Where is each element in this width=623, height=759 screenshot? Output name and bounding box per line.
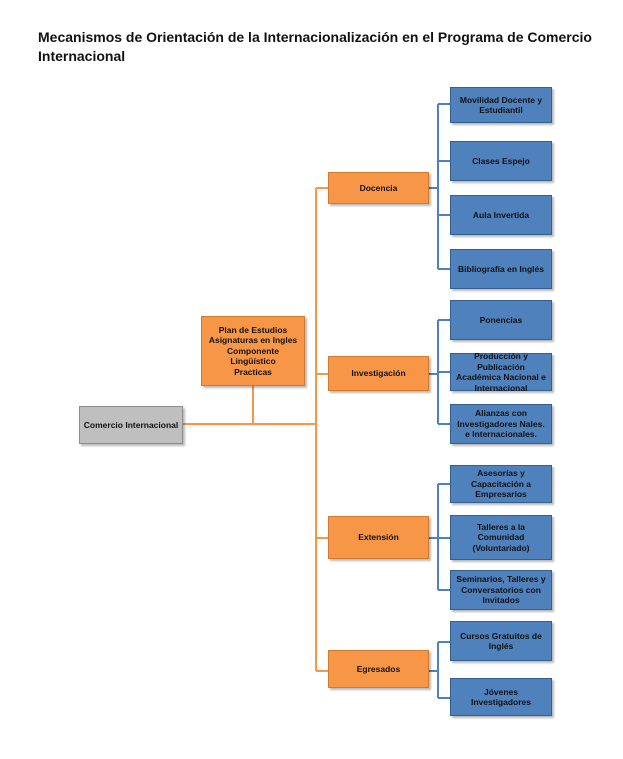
leaf-label: Jóvenes Investigadores (471, 686, 531, 708)
leaf-label: Talleres a la Comunidad (Voluntariado) (472, 521, 530, 553)
leaf-label: Movilidad Docente y Estudiantil (459, 94, 543, 116)
connector-egresados-children (438, 641, 450, 699)
leaf-label: Producción y Publicación Académica Nacio… (456, 351, 546, 393)
leaf-label: Aula Invertida (472, 209, 530, 220)
leaf-node: Ponencias (450, 300, 552, 340)
leaf-label: Alianzas con Investigadores Nales. e Int… (457, 408, 545, 440)
leaf-label: Ponencias (479, 314, 523, 325)
branch-node-extension: Extensión (328, 516, 429, 559)
leaf-node: Seminarios, Talleres y Conversatorios co… (450, 570, 552, 610)
connector-investigacion-children (438, 319, 450, 425)
plan-node: Plan de Estudios Asignaturas en Ingles C… (201, 316, 305, 386)
leaf-label: Bibliografía en Inglés (458, 263, 544, 274)
branch-label: Investigación (351, 368, 406, 379)
branch-node-investigacion: Investigación (328, 356, 429, 391)
connector-extension-children (438, 483, 450, 591)
branch-label: Extensión (358, 532, 399, 543)
branch-node-docencia: Docencia (328, 172, 429, 204)
branch-label: Egresados (356, 663, 401, 674)
root-node-label: Comercio Internacional (83, 419, 179, 430)
leaf-label: Clases Espejo (472, 155, 530, 166)
plan-line: Practicas (234, 366, 272, 377)
page-title: Mecanismos de Orientación de la Internac… (38, 29, 592, 64)
leaf-node: Asesorías y Capacitación a Empresarios (450, 465, 552, 503)
leaf-node: Jóvenes Investigadores (450, 678, 552, 716)
leaf-node: Bibliografía en Inglés (450, 249, 552, 289)
leaf-node: Movilidad Docente y Estudiantil (450, 87, 552, 123)
leaf-label: Asesorías y Capacitación a Empresarios (471, 468, 531, 500)
plan-line: Plan de Estudios (218, 324, 288, 335)
leaf-label: Seminarios, Talleres y Conversatorios co… (456, 574, 546, 606)
leaf-node: Clases Espejo (450, 141, 552, 181)
branch-node-egresados: Egresados (328, 650, 429, 688)
leaf-node: Alianzas con Investigadores Nales. e Int… (450, 404, 552, 444)
leaf-node: Talleres a la Comunidad (Voluntariado) (450, 515, 552, 560)
leaf-node: Producción y Publicación Académica Nacio… (450, 351, 552, 393)
plan-line: Componente Lingüístico (227, 345, 279, 367)
root-node: Comercio Internacional (79, 406, 183, 444)
plan-line: Asignaturas en Ingles (208, 335, 298, 346)
connector-docencia-children (438, 103, 450, 270)
leaf-node: Aula Invertida (450, 195, 552, 235)
leaf-label: Cursos Gratuitos de Inglés (460, 630, 542, 652)
branch-label: Docencia (359, 182, 398, 193)
leaf-node: Cursos Gratuitos de Inglés (450, 621, 552, 661)
